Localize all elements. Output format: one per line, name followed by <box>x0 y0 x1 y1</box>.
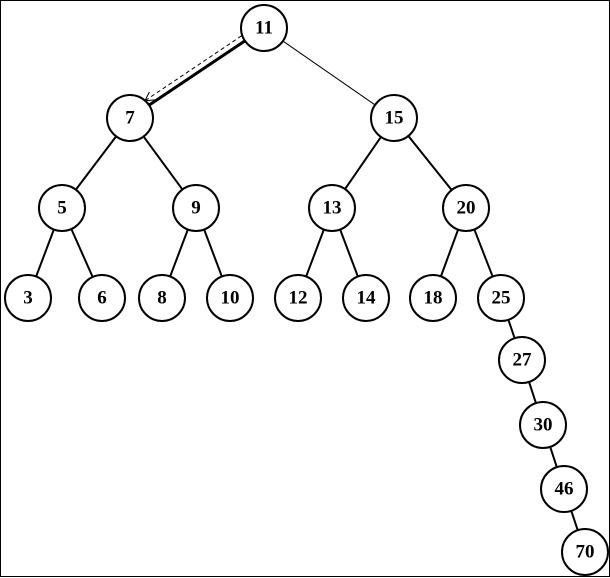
node-circle <box>540 465 588 513</box>
node-label: 11 <box>255 17 273 38</box>
edge-27-30 <box>528 381 537 404</box>
tree-node-6: 6 <box>78 274 126 322</box>
tree-node-7: 7 <box>106 94 154 142</box>
node-circle <box>106 94 154 142</box>
edge-7-5 <box>75 135 117 191</box>
node-circle <box>138 274 186 322</box>
node-circle <box>342 274 390 322</box>
tree-node-9: 9 <box>172 184 220 232</box>
tree-node-25: 25 <box>477 274 525 322</box>
tree-node-14: 14 <box>342 274 390 322</box>
edge-25-27 <box>507 319 516 339</box>
tree-node-18: 18 <box>409 274 457 322</box>
node-circle <box>308 184 356 232</box>
node-circle <box>519 401 567 449</box>
edge-13-12 <box>305 229 325 277</box>
node-circle <box>477 274 525 322</box>
node-circle <box>172 184 220 232</box>
edge-20-25 <box>473 229 494 277</box>
node-circle <box>409 274 457 322</box>
node-label: 70 <box>576 541 595 562</box>
node-circle <box>240 4 288 52</box>
rotation-arrow <box>145 35 242 101</box>
edge-9-10 <box>203 229 223 277</box>
node-label: 6 <box>97 287 107 308</box>
node-label: 3 <box>23 287 33 308</box>
node-label: 15 <box>385 107 404 128</box>
node-label: 20 <box>457 197 476 218</box>
tree-node-27: 27 <box>498 336 546 384</box>
tree-node-30: 30 <box>519 401 567 449</box>
tree-node-13: 13 <box>308 184 356 232</box>
edge-46-70 <box>570 510 579 531</box>
node-label: 13 <box>323 197 342 218</box>
tree-node-12: 12 <box>274 274 322 322</box>
edge-7-9 <box>142 135 184 191</box>
node-circle <box>206 274 254 322</box>
node-label: 18 <box>424 287 443 308</box>
tree-node-70: 70 <box>561 528 609 576</box>
node-label: 25 <box>492 287 511 308</box>
node-circle <box>442 184 490 232</box>
tree-node-20: 20 <box>442 184 490 232</box>
node-label: 9 <box>191 197 201 218</box>
edge-9-8 <box>169 229 189 277</box>
edge-11-15 <box>282 40 376 106</box>
node-label: 14 <box>357 287 377 308</box>
edge-5-3 <box>35 229 55 277</box>
node-circle <box>4 274 52 322</box>
edges-layer <box>35 39 579 531</box>
node-circle <box>498 336 546 384</box>
node-circle <box>78 274 126 322</box>
tree-node-11: 11 <box>240 4 288 52</box>
node-label: 7 <box>125 107 135 128</box>
edge-15-13 <box>344 136 382 190</box>
tree-node-5: 5 <box>38 184 86 232</box>
node-label: 5 <box>57 197 67 218</box>
node-label: 46 <box>555 478 574 499</box>
tree-node-46: 46 <box>540 465 588 513</box>
tree-node-3: 3 <box>4 274 52 322</box>
edge-20-18 <box>439 229 460 277</box>
node-circle <box>370 94 418 142</box>
edge-15-20 <box>407 135 453 191</box>
node-label: 10 <box>221 287 240 308</box>
node-label: 27 <box>513 349 533 370</box>
tree-node-10: 10 <box>206 274 254 322</box>
node-circle <box>561 528 609 576</box>
nodes-layer: 11 7 15 5 9 13 20 3 6 8 10 12 14 18 25 27 30 46 70 <box>4 4 609 576</box>
rotation-arrow-layer <box>145 35 242 101</box>
node-label: 30 <box>534 414 553 435</box>
edge-5-6 <box>70 228 94 278</box>
node-label: 12 <box>289 287 308 308</box>
node-circle <box>274 274 322 322</box>
edge-30-46 <box>549 446 558 468</box>
node-circle <box>38 184 86 232</box>
tree-node-8: 8 <box>138 274 186 322</box>
tree-node-15: 15 <box>370 94 418 142</box>
node-label: 8 <box>157 287 167 308</box>
edge-13-14 <box>339 229 359 277</box>
edge-11-7 <box>148 39 246 107</box>
